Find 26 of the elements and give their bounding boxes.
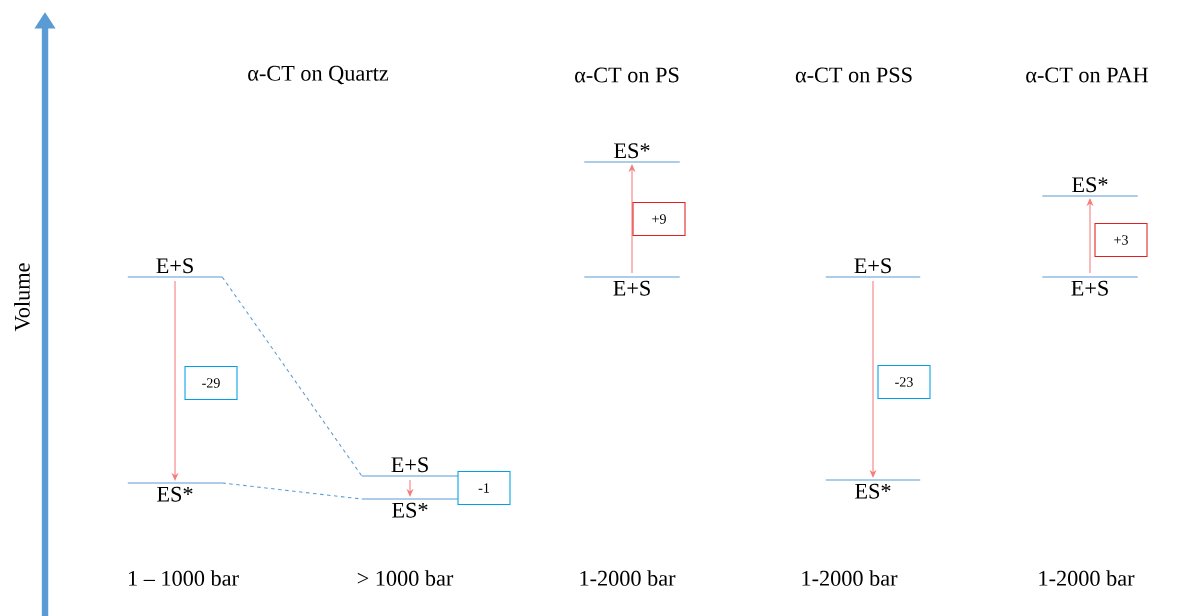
energy-level: E+S — [825, 258, 921, 278]
energy-level: E+S — [1041, 276, 1139, 296]
energy-level: E+S — [127, 258, 223, 278]
edge-label: +3 — [1094, 222, 1148, 257]
energy-level: ES* — [361, 498, 459, 518]
pressure-label: 1-2000 bar — [580, 570, 676, 586]
energy-level: ES* — [1041, 177, 1139, 197]
panel-title: α-CT on PS — [575, 67, 679, 83]
energy-level: ES* — [825, 479, 921, 499]
energy-level: E+S — [583, 276, 681, 296]
connector-line — [221, 276, 363, 477]
panel-title: α-CT on PAH — [1026, 67, 1149, 83]
pressure-label: 1 – 1000 bar — [129, 570, 239, 586]
axis-label: Volume — [14, 263, 30, 332]
edge-label: -1 — [457, 470, 511, 505]
edge-label: -29 — [184, 365, 238, 400]
energy-level: ES* — [127, 482, 223, 502]
edge-label: +9 — [632, 201, 686, 237]
panel-title: α-CT on PSS — [795, 67, 912, 83]
panel-title: α-CT on Quartz — [248, 65, 389, 85]
pressure-label: > 1000 bar — [357, 570, 454, 586]
edge-label: -23 — [877, 364, 931, 399]
pressure-label: 1-2000 bar — [802, 570, 898, 586]
pressure-label: 1-2000 bar — [1039, 570, 1135, 586]
energy-level: E+S — [361, 457, 459, 477]
energy-level: ES* — [583, 143, 681, 163]
